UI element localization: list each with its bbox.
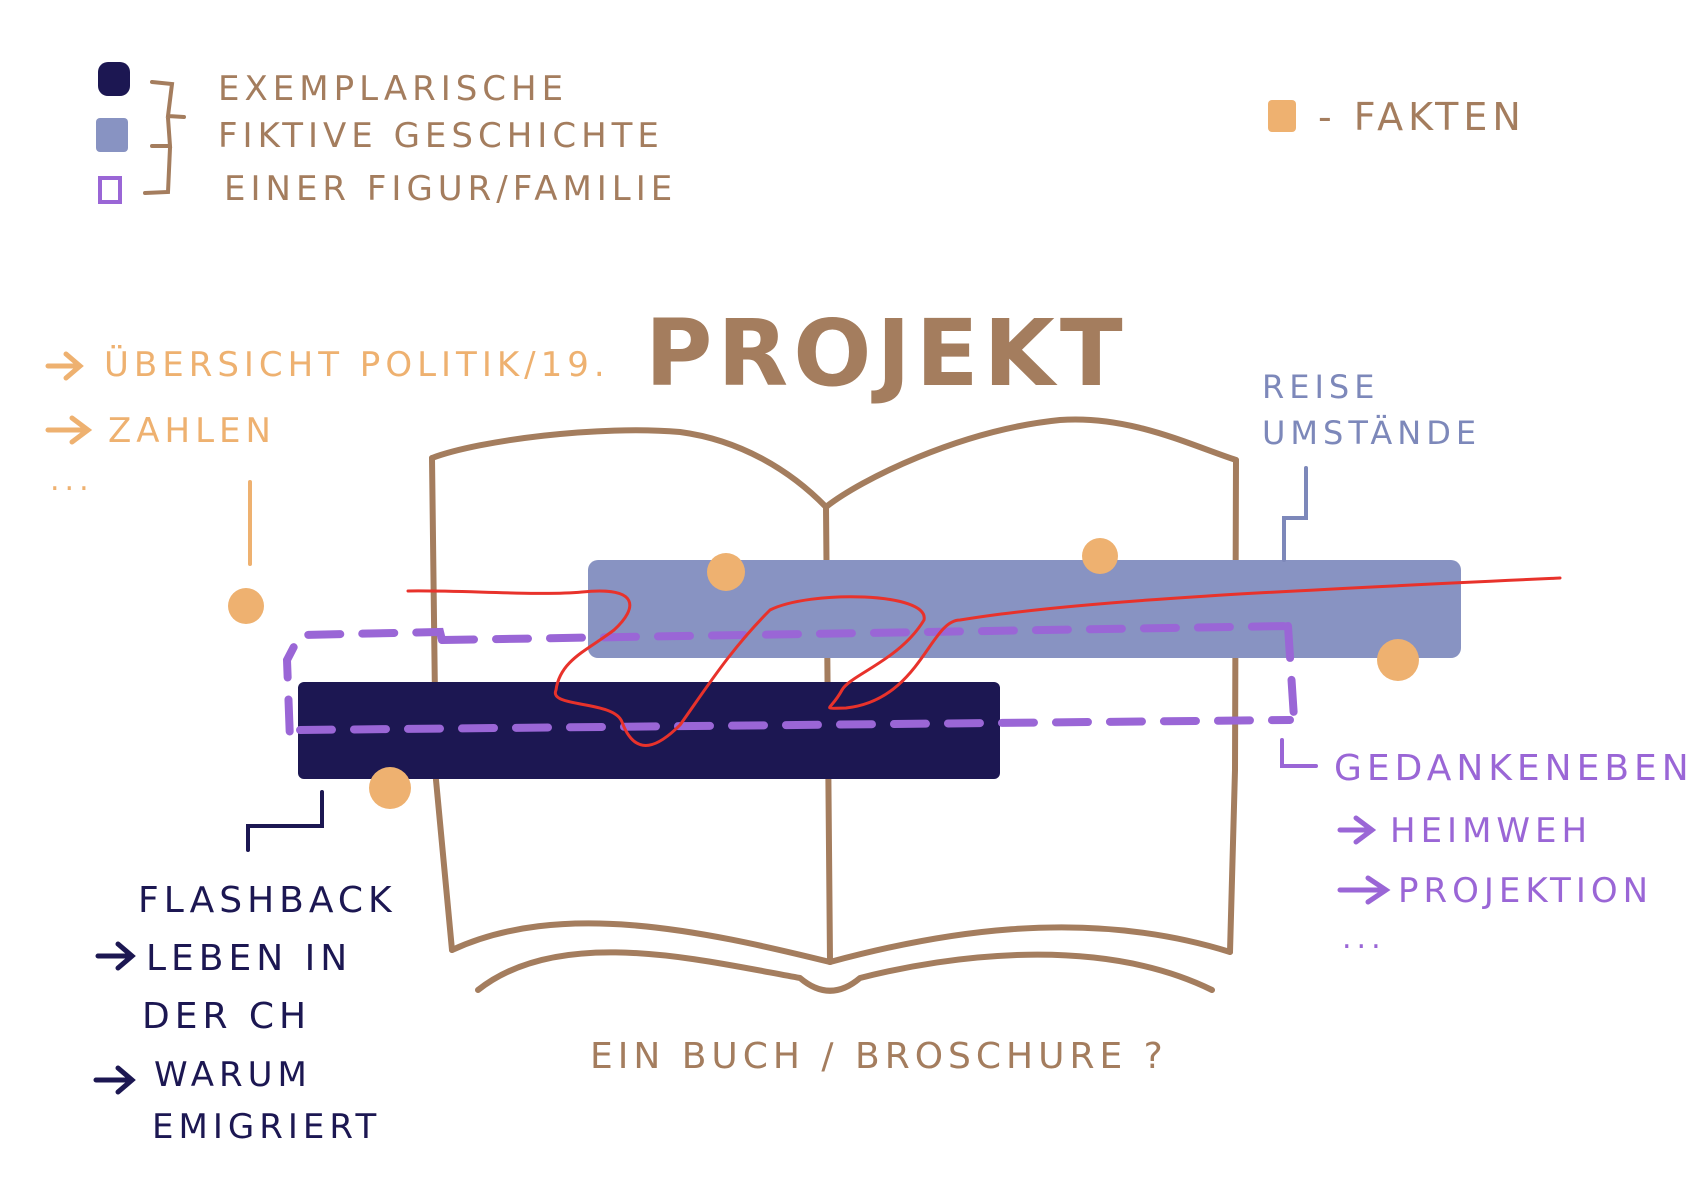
legend: EXEMPLARISCHE FIKTIVE GESCHICHTE EINER F… (96, 62, 1526, 209)
fact-dot (369, 767, 411, 809)
caption: EIN BUCH / BROSCHURE ? (590, 1036, 1168, 1077)
storyline-red-line (406, 576, 1562, 747)
legend-swatch-navy (98, 62, 130, 96)
facts-item-politics: ÜBERSICHT POLITIK/19. (104, 344, 610, 385)
legend-facts-label: - FAKTEN (1318, 95, 1526, 139)
arrow-icon (1337, 875, 1391, 905)
book-base (475, 949, 1215, 994)
flashback-heading: FLASHBACK (138, 880, 397, 921)
travel-line-1: REISE (1262, 368, 1379, 406)
travel-notes: REISE UMSTÄNDE (1262, 368, 1481, 562)
facts-notes: ÜBERSICHT POLITIK/19. ZAHLEN ... (45, 344, 610, 566)
flashback-item-1-line-1: LEBEN IN (146, 938, 352, 979)
fact-dot (228, 588, 264, 624)
legend-line-2: FIKTIVE GESCHICHTE (218, 116, 664, 156)
page-title: PROJEKT (645, 300, 1128, 407)
legend-swatch-facts (1268, 100, 1296, 132)
travel-line-2: UMSTÄNDE (1262, 414, 1481, 452)
legend-swatch-slate-blue (96, 118, 128, 152)
flashback-bar (298, 682, 1000, 779)
thought-heading: GEDANKENEBENE (1334, 748, 1694, 789)
book-right-edge (1227, 457, 1239, 955)
thought-connector (1280, 738, 1318, 768)
fact-dots (228, 538, 1419, 809)
book-right-page (823, 416, 1239, 510)
fact-dot (1082, 538, 1118, 574)
arrow-icon (93, 1065, 136, 1095)
travel-connector (1282, 466, 1308, 562)
fact-dot (707, 553, 745, 591)
thought-level-notes: GEDANKENEBENE HEIMWEH PROJEKTION ... (1280, 738, 1694, 956)
legend-bracket (143, 80, 186, 195)
arrow-icon (95, 941, 136, 971)
legend-line-3: EINER FIGUR/FAMILIE (224, 169, 677, 209)
facts-item-numbers: ZAHLEN (108, 411, 276, 451)
book-left-page (429, 427, 829, 510)
thought-level-path (282, 622, 1298, 744)
fictional-story-bar (588, 560, 1461, 658)
legend-line-1: EXEMPLARISCHE (218, 69, 568, 109)
thought-item-homesick: HEIMWEH (1390, 811, 1592, 851)
thought-more: ... (1342, 921, 1386, 956)
flashback-item-2-line-1: WARUM (154, 1055, 312, 1095)
flashback-notes: FLASHBACK LEBEN IN DER CH WARUM EMIGRIER… (93, 790, 397, 1147)
flashback-item-1-line-2: DER CH (142, 996, 311, 1037)
book-left-edge (429, 455, 455, 953)
arrow-icon (45, 351, 84, 381)
flashback-item-2-line-2: EMIGRIERT (152, 1107, 381, 1147)
thought-item-projection: PROJEKTION (1398, 871, 1653, 911)
book-bottom-right (827, 924, 1233, 965)
facts-more: ... (50, 463, 94, 498)
flashback-connector (246, 790, 324, 852)
arrow-icon (45, 415, 93, 445)
legend-swatch-purple-outline (98, 176, 122, 204)
book-bottom-left (449, 920, 833, 965)
arrow-icon (1337, 815, 1377, 845)
fact-dot (1377, 639, 1419, 681)
